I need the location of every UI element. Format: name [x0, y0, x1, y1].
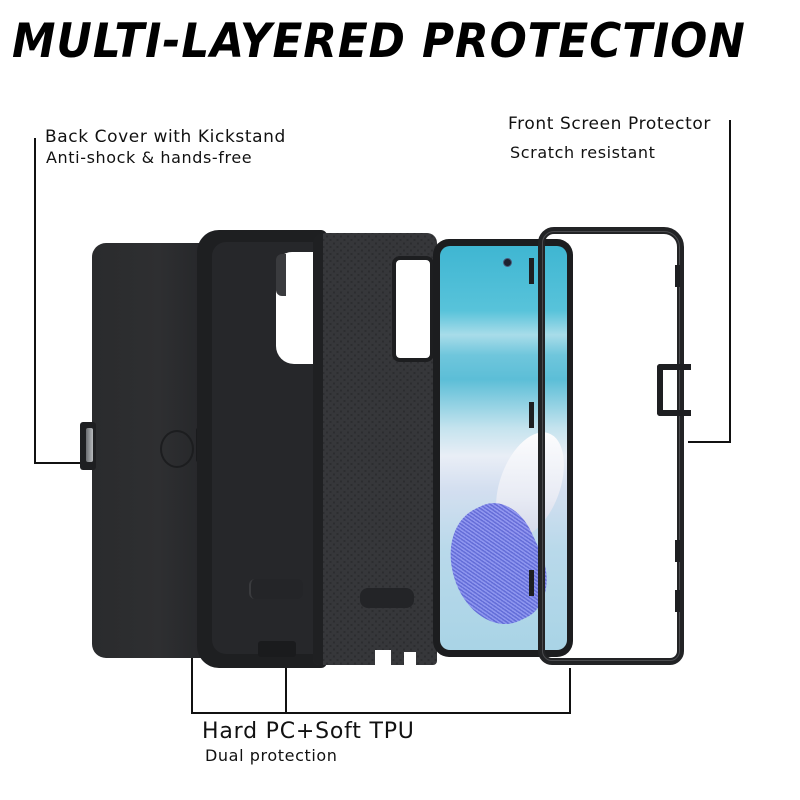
back-cover-sublabel: Anti-shock & hands-free — [46, 148, 253, 167]
frame-side-clip — [657, 364, 691, 416]
front-camera-icon — [503, 258, 512, 267]
tpu-edge — [313, 233, 323, 665]
frame-tab — [675, 590, 680, 612]
frame-tab — [529, 402, 534, 428]
tpu-bottom-notch — [404, 652, 416, 668]
frame-highlight — [542, 231, 680, 661]
material-sublabel: Dual protection — [205, 746, 338, 765]
frame-tab — [675, 540, 680, 562]
tpu-logo — [360, 588, 414, 608]
tpu-bottom-notch — [375, 650, 391, 668]
frame-tab — [529, 570, 534, 596]
front-screen-label: Front Screen Protector — [508, 114, 711, 134]
shell-port — [258, 641, 296, 657]
material-label: Hard PC+Soft TPU — [202, 719, 415, 744]
page-title: MULTI-LAYERED PROTECTION — [12, 14, 746, 69]
shell-logo — [249, 579, 303, 599]
frame-tab — [675, 265, 680, 287]
tpu-camera-cutout — [392, 256, 434, 362]
belt-clip-latch — [86, 428, 93, 462]
shell-camera-tab — [276, 254, 286, 296]
frame-tab — [529, 258, 534, 284]
front-screen-sublabel: Scratch resistant — [510, 143, 656, 162]
back-cover-label: Back Cover with Kickstand — [45, 127, 286, 147]
rotate-dial-icon — [160, 430, 194, 468]
frame-border — [538, 227, 684, 665]
